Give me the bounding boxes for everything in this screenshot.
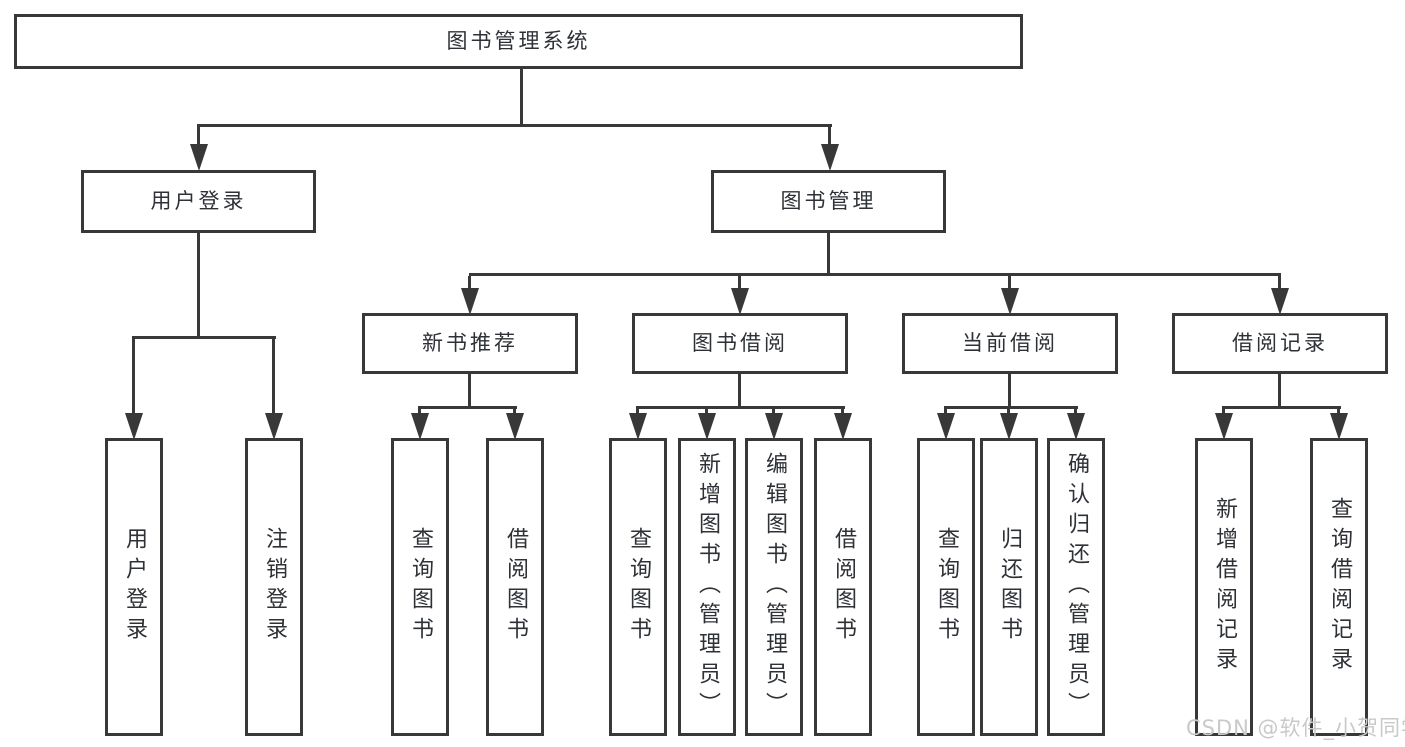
arrowhead-down: [698, 413, 716, 440]
connector-line: [468, 374, 471, 406]
connector-line: [418, 406, 421, 416]
connector-line: [1278, 276, 1281, 289]
node-logout: 注销登录: [245, 438, 303, 736]
connector-line: [469, 273, 1281, 276]
node-label: 借阅图书: [831, 527, 856, 647]
node-user-login-group: 用户登录: [81, 170, 316, 233]
arrowhead-down: [1271, 288, 1289, 315]
node-add-book-admin: 新增图书（管理员）: [678, 438, 736, 736]
node-label: 借阅记录: [1232, 331, 1328, 355]
node-query-books-recommend: 查询图书: [391, 438, 449, 736]
node-label: 新增图书（管理员）: [695, 452, 720, 722]
node-library-management-system: 图书管理系统: [14, 14, 1023, 69]
arrowhead-down: [821, 144, 839, 171]
connector-line: [705, 406, 708, 416]
node-label: 图书管理: [780, 189, 877, 213]
arrowhead-down: [629, 413, 647, 440]
connector-line: [1008, 374, 1011, 406]
node-borrowing-records: 借阅记录: [1172, 313, 1388, 374]
connector-line: [1074, 406, 1077, 416]
arrowhead-down: [1001, 288, 1019, 315]
node-label: 借阅图书: [503, 527, 528, 647]
node-label: 注销登录: [262, 527, 287, 647]
arrowhead-down: [1330, 413, 1348, 440]
node-book-borrowing: 图书借阅: [632, 313, 848, 374]
connector-line: [513, 406, 516, 416]
connector-line: [418, 406, 517, 409]
connector-line: [738, 374, 741, 406]
connector-line: [1008, 276, 1011, 289]
arrowhead-down: [937, 413, 955, 440]
node-label: 图书管理系统: [446, 29, 591, 53]
arrowhead-down: [1000, 413, 1018, 440]
connector-line: [738, 276, 741, 289]
connector-line: [1007, 406, 1010, 416]
connector-line: [1337, 406, 1340, 416]
node-borrow-books-borrowing: 借阅图书: [814, 438, 872, 736]
node-query-books-current: 查询图书: [917, 438, 975, 736]
arrowhead-down: [1215, 413, 1233, 440]
node-book-management: 图书管理: [711, 170, 946, 233]
connector-line: [841, 406, 844, 416]
connector-line: [1222, 406, 1225, 416]
node-new-book-recommend: 新书推荐: [362, 313, 578, 374]
arrowhead-down: [1067, 413, 1085, 440]
node-query-borrow-record: 查询借阅记录: [1310, 438, 1368, 736]
connector-line: [827, 233, 830, 275]
connector-line: [772, 406, 775, 416]
node-label: 归还图书: [997, 527, 1022, 647]
node-confirm-return-admin: 确认归还（管理员）: [1047, 438, 1105, 736]
node-label: 查询借阅记录: [1327, 497, 1352, 677]
connector-line: [944, 406, 947, 416]
arrowhead-down: [461, 288, 479, 315]
connector-line: [520, 69, 523, 124]
node-borrow-books-recommend: 借阅图书: [486, 438, 544, 736]
node-user-login: 用户登录: [105, 438, 163, 736]
node-label: 新增借阅记录: [1212, 497, 1237, 677]
arrowhead-down: [411, 413, 429, 440]
connector-line: [1278, 374, 1281, 406]
connector-line: [636, 406, 639, 416]
arrowhead-down: [834, 413, 852, 440]
node-current-borrowing: 当前借阅: [902, 313, 1118, 374]
connector-line: [828, 124, 831, 148]
node-label: 查询图书: [408, 527, 433, 647]
connector-line: [132, 336, 276, 339]
node-label: 当前借阅: [962, 331, 1058, 355]
arrowhead-down: [765, 413, 783, 440]
connector-line: [132, 339, 135, 413]
node-label: 查询图书: [626, 527, 651, 647]
connector-line: [468, 276, 471, 289]
arrowhead-down: [265, 413, 283, 440]
node-label: 新书推荐: [422, 331, 518, 355]
node-label: 编辑图书（管理员）: [762, 452, 787, 722]
node-label: 图书借阅: [692, 331, 788, 355]
node-add-borrow-record: 新增借阅记录: [1195, 438, 1253, 736]
node-label: 用户登录: [150, 189, 247, 213]
watermark-text: CSDN @软件_小贺同学: [1186, 716, 1405, 740]
arrowhead-down: [190, 144, 208, 171]
connector-line: [198, 124, 832, 127]
connector-line: [1222, 406, 1341, 409]
connector-line: [636, 406, 845, 409]
node-label: 查询图书: [934, 527, 959, 647]
node-query-books-borrowing: 查询图书: [609, 438, 667, 736]
connector-line: [197, 233, 200, 336]
node-label: 确认归还（管理员）: [1064, 452, 1089, 722]
node-edit-book-admin: 编辑图书（管理员）: [745, 438, 803, 736]
arrowhead-down: [125, 413, 143, 440]
connector-line: [272, 339, 275, 413]
connector-line: [944, 406, 1078, 409]
arrowhead-down: [731, 288, 749, 315]
node-label: 用户登录: [122, 527, 147, 647]
connector-line: [197, 124, 200, 148]
node-return-book: 归还图书: [980, 438, 1038, 736]
arrowhead-down: [506, 413, 524, 440]
